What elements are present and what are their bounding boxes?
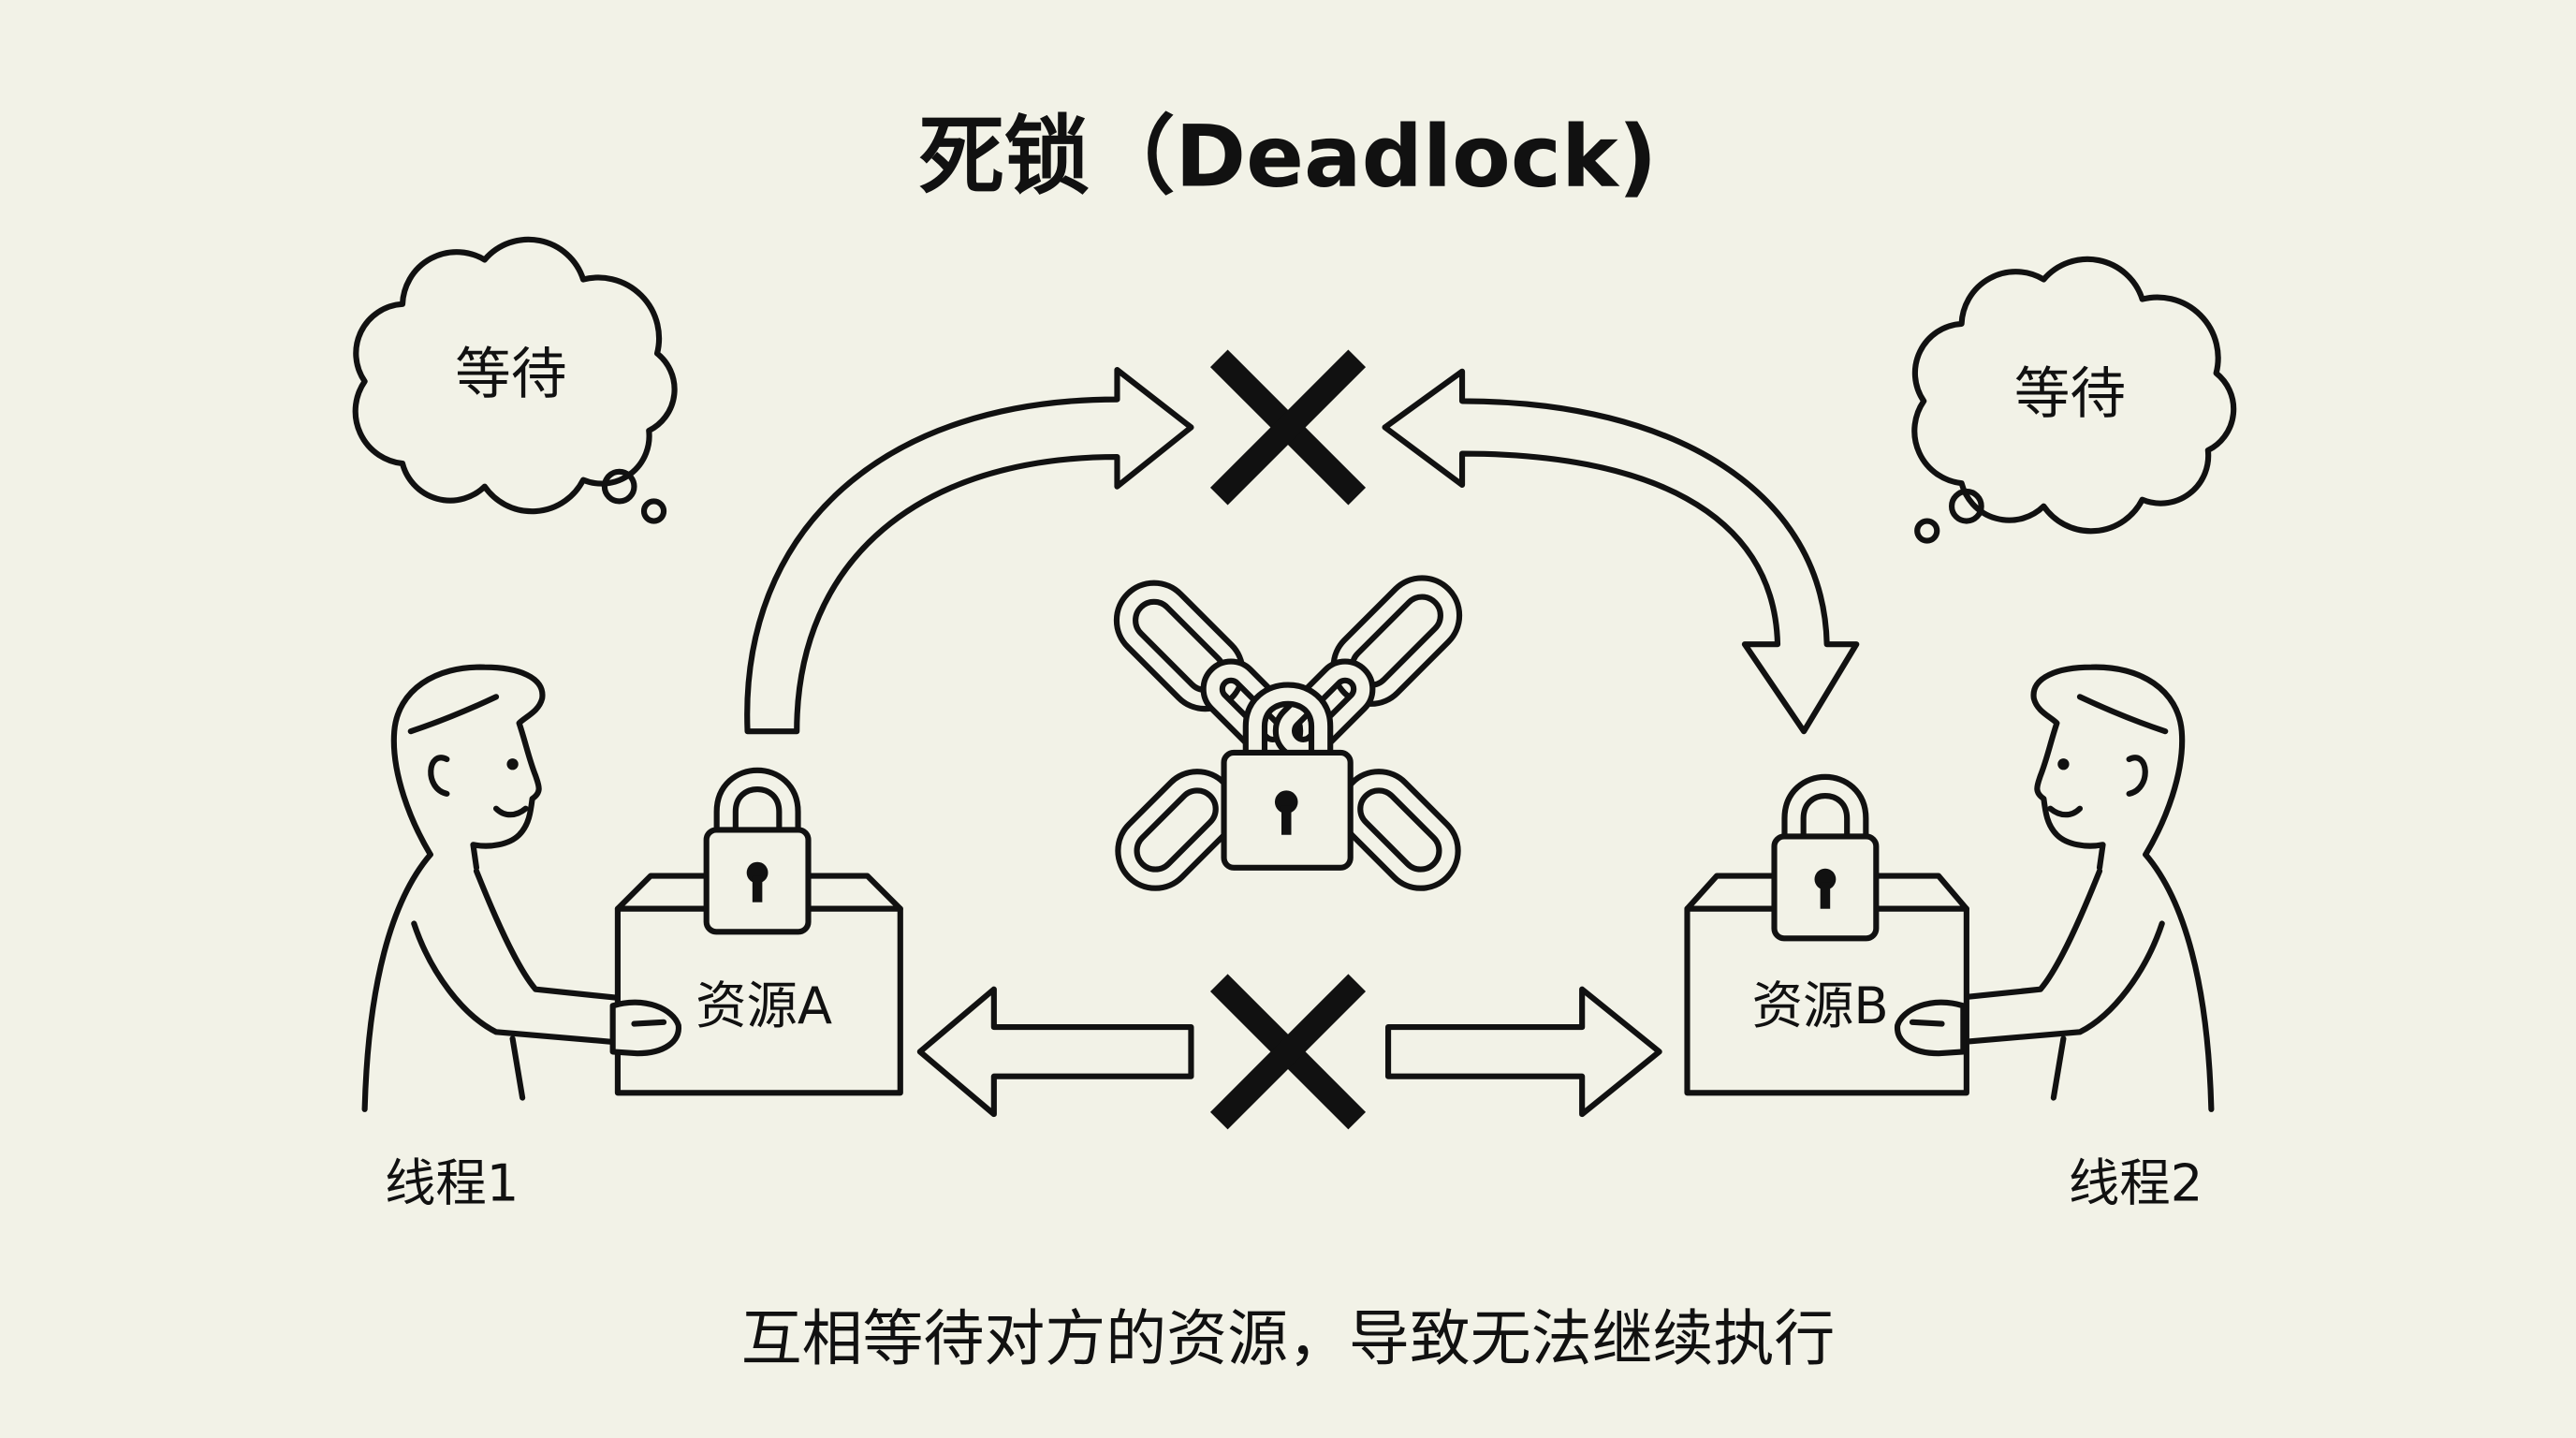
cross-icon-top <box>1209 349 1367 506</box>
person-hair-line <box>407 694 500 735</box>
chain-link-lower-left <box>1115 769 1237 891</box>
thread-1-label: 线程1 <box>385 1153 519 1212</box>
person-hair-line <box>2076 694 2169 735</box>
thought-dot-small <box>1914 518 1940 544</box>
person-waist <box>2050 1035 2067 1101</box>
thread-2-label: 线程2 <box>2069 1153 2203 1212</box>
thought-bubble-icon <box>1911 256 2237 535</box>
person-icon-thread-2 <box>1958 664 2215 1112</box>
chain-link-lower-right <box>1339 769 1461 891</box>
person-arm-lower <box>411 920 616 1045</box>
person-eye <box>506 758 519 770</box>
box-icon <box>614 905 903 1096</box>
resource-b-label: 资源B <box>1752 976 1889 1035</box>
person-eye <box>2057 758 2070 770</box>
person-icon-thread-1 <box>361 664 618 1112</box>
thought-text-thread-2: 等待 <box>2014 362 2126 427</box>
thought-dot-large <box>1948 488 1984 524</box>
resource-a-label: 资源A <box>695 976 832 1035</box>
diagram-caption: 互相等待对方的资源，导致无法继续执行 <box>741 1304 1836 1374</box>
person-arm-lower <box>1960 920 2165 1045</box>
padlock-icon-resource-b <box>1771 773 1880 942</box>
chain-lock-icon <box>1113 575 1463 891</box>
person-ear <box>428 755 450 797</box>
thought-text-thread-1: 等待 <box>455 343 566 407</box>
arrow-right-icon <box>1384 986 1662 1118</box>
person-arm-upper <box>1958 868 2103 1001</box>
person-head <box>390 664 546 871</box>
thought-dot-small <box>640 498 667 524</box>
diagram-title: 死锁（Deadlock) <box>919 106 1658 206</box>
thought-bubble-thread-1: 等待 <box>352 236 678 524</box>
thought-bubble-icon <box>352 236 678 515</box>
padlock-icon-center <box>1221 682 1354 871</box>
hand-thread-1 <box>609 999 681 1057</box>
person-waist <box>509 1035 526 1101</box>
thought-dot-large <box>601 468 637 505</box>
person-back <box>2143 851 2215 1112</box>
arrow-request-right-icon <box>744 366 1194 735</box>
person-ear <box>2126 755 2148 797</box>
person-smile <box>492 805 529 818</box>
padlock-icon-resource-a <box>703 767 812 935</box>
cross-icon-bottom <box>1209 974 1367 1130</box>
thought-bubble-thread-2: 等待 <box>1911 256 2237 544</box>
resource-a-box: 资源A <box>614 767 903 1096</box>
hand-thread-2 <box>1895 999 1967 1057</box>
person-arm-upper <box>473 868 618 1001</box>
person-smile <box>2047 805 2084 818</box>
person-head <box>2030 664 2186 871</box>
resource-b-box: 资源B <box>1684 773 1969 1096</box>
arrow-request-left-down-icon <box>1382 368 1860 735</box>
arrow-left-icon <box>916 986 1194 1118</box>
person-back <box>361 851 433 1112</box>
